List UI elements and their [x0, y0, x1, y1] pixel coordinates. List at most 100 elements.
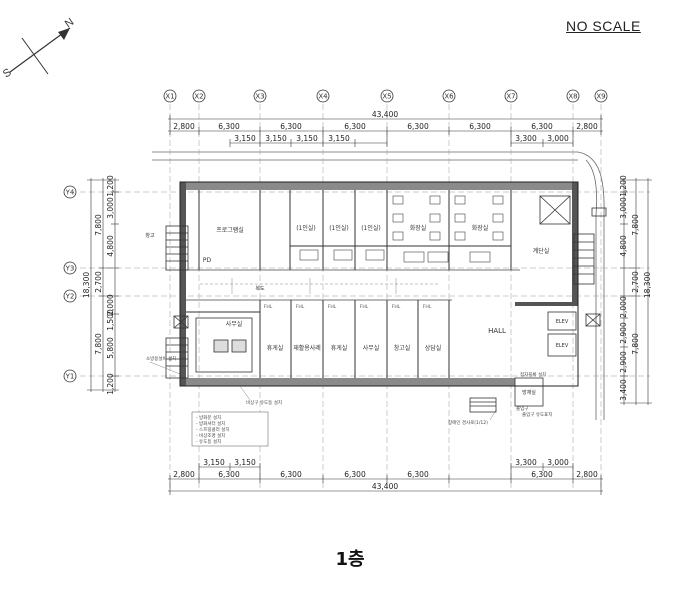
- room-label: 화장실: [410, 224, 427, 232]
- room-label: (1인실): [329, 224, 349, 232]
- grid-columns: [169, 104, 602, 490]
- left-dimensions: [90, 178, 116, 392]
- elevator-label: ELEV: [556, 343, 569, 349]
- dim-label: 2,700: [631, 271, 640, 293]
- column-label: X8: [568, 93, 577, 101]
- dim-label: 6,300: [531, 122, 553, 131]
- legend-line: - 유도등 설치: [196, 438, 221, 445]
- right-dimension-labels: 18,300 7,800 2,700 7,800 1,200 3,000 4,8…: [619, 175, 652, 401]
- annotations: - 방화문 설치 - 방화셔터 설치 - 스프링클러 설치 - 비상조명 설치 …: [146, 355, 552, 447]
- dim-label: 7,800: [94, 214, 103, 236]
- scale-note: NO SCALE: [566, 18, 641, 34]
- dim-label: 1,500: [106, 309, 115, 331]
- column-label: X6: [444, 93, 454, 101]
- note: 출입구: [516, 405, 528, 412]
- dim-label: 2,000: [619, 296, 628, 318]
- dim-label: 1,200: [106, 175, 115, 197]
- dim-label: 7,800: [631, 214, 640, 236]
- dim-label: 2,800: [173, 122, 195, 131]
- row-label: Y3: [65, 265, 75, 273]
- elevator-label: ELEV: [556, 319, 569, 325]
- site-lines: [152, 151, 605, 420]
- dim-label: 2,800: [173, 470, 195, 479]
- column-label: X1: [165, 93, 174, 101]
- dim-label: 7,800: [94, 333, 103, 355]
- dim-label: 6,300: [280, 470, 302, 479]
- note: 장애인 경사로(1/12): [448, 419, 488, 426]
- dim-label: 6,300: [218, 122, 240, 131]
- column-bubbles: X1 X2 X3 X4 X5 X6 X7 X8 X9: [163, 89, 608, 103]
- dim-label: 3,000: [547, 134, 569, 143]
- column-label: X3: [255, 93, 264, 101]
- room-label: (1인실): [361, 224, 381, 232]
- north-partitions: [198, 190, 512, 270]
- room-label: 프로그램실: [216, 226, 244, 234]
- dim-label: 7,800: [631, 333, 640, 355]
- dim-label: 6,300: [344, 122, 366, 131]
- floor-label: 1층: [335, 549, 365, 570]
- room-label: 상담실: [425, 344, 442, 352]
- window-tag: FHL: [264, 304, 273, 310]
- west-core: [165, 225, 253, 379]
- note: 소방용설비 설치: [146, 355, 176, 362]
- dim-label: 3,150: [234, 134, 256, 143]
- column-label: X4: [318, 93, 328, 101]
- dim-label: 2,800: [576, 122, 598, 131]
- window-tags: FHL FHL FHL FHL FHL FHL: [264, 304, 432, 310]
- dim-label: 6,300: [344, 470, 366, 479]
- bottom-dimension-labels: 3,150 3,150 3,300 3,000 2,800 6,300 6,30…: [173, 458, 598, 491]
- window-tag: FHL: [423, 304, 432, 310]
- room-label: 방재실: [522, 389, 536, 396]
- top-dimension-labels: 43,400 2,800 6,300 6,300 6,300 6,300 6,3…: [173, 110, 598, 143]
- dim-label: 6,300: [407, 122, 429, 131]
- dim-label: 6,300: [469, 122, 491, 131]
- dim-label: 2,700: [94, 271, 103, 293]
- dim-total-right: 18,300: [643, 272, 652, 298]
- hall-label: HALL: [488, 327, 506, 335]
- room-label: 창고: [145, 232, 155, 239]
- room-label: 휴게실: [331, 344, 348, 352]
- room-label: (1인실): [296, 224, 316, 232]
- dim-label: 3,000: [106, 197, 115, 219]
- restroom-fixtures: [299, 195, 504, 263]
- dim-label: 3,300: [515, 134, 537, 143]
- dim-label: 3,150: [203, 458, 225, 467]
- legend-line: - 방화셔터 설치: [196, 420, 225, 427]
- note: 비상구 유도등 설치: [246, 399, 282, 406]
- dim-label: 6,300: [280, 122, 302, 131]
- north-room-labels: 프로그램실 (1인실) (1인실) (1인실) 화장실 화장실 PD 계단실: [203, 224, 549, 264]
- window-tag: FHL: [360, 304, 369, 310]
- dim-label: 6,300: [218, 470, 240, 479]
- note: 출입구 유도표지: [522, 411, 552, 418]
- column-label: X7: [506, 93, 515, 101]
- south-partitions: [186, 300, 450, 378]
- window-tag: FHL: [296, 304, 305, 310]
- grid-rows: [80, 191, 650, 377]
- dim-label: 2,800: [576, 470, 598, 479]
- row-label: Y2: [65, 293, 75, 301]
- room-label: 재활용사례: [293, 344, 321, 352]
- corridor-label: 복도: [255, 286, 265, 292]
- column-label: X9: [596, 93, 605, 101]
- building-walls: [179, 181, 579, 387]
- dim-label: 6,300: [531, 470, 553, 479]
- window-tag: FHL: [328, 304, 337, 310]
- room-label: 사무실: [226, 320, 243, 328]
- room-label: 휴게실: [267, 344, 284, 352]
- left-ticks: [87, 179, 119, 391]
- room-label: 사무실: [363, 344, 380, 352]
- dim-label: 3,000: [619, 197, 628, 219]
- dim-label: 1,200: [106, 373, 115, 395]
- row-bubbles: Y4 Y3 Y2 Y1: [63, 185, 77, 383]
- left-dimension-labels: 18,300 7,800 2,700 7,800 1,200 3,000 4,8…: [82, 175, 115, 395]
- dim-label: 2,900: [619, 351, 628, 373]
- dim-label: 2,900: [619, 322, 628, 344]
- south-room-labels: 사무실 휴게실 재활용사례 휴게실 사무실 창고실 상담실 HALL ELEV …: [145, 232, 568, 396]
- window-tag: FHL: [392, 304, 401, 310]
- right-dimensions: [623, 178, 649, 405]
- dim-label: 3,300: [515, 458, 537, 467]
- top-ticks: [169, 115, 602, 147]
- pd-label: PD: [203, 257, 212, 264]
- east-core: [469, 195, 607, 413]
